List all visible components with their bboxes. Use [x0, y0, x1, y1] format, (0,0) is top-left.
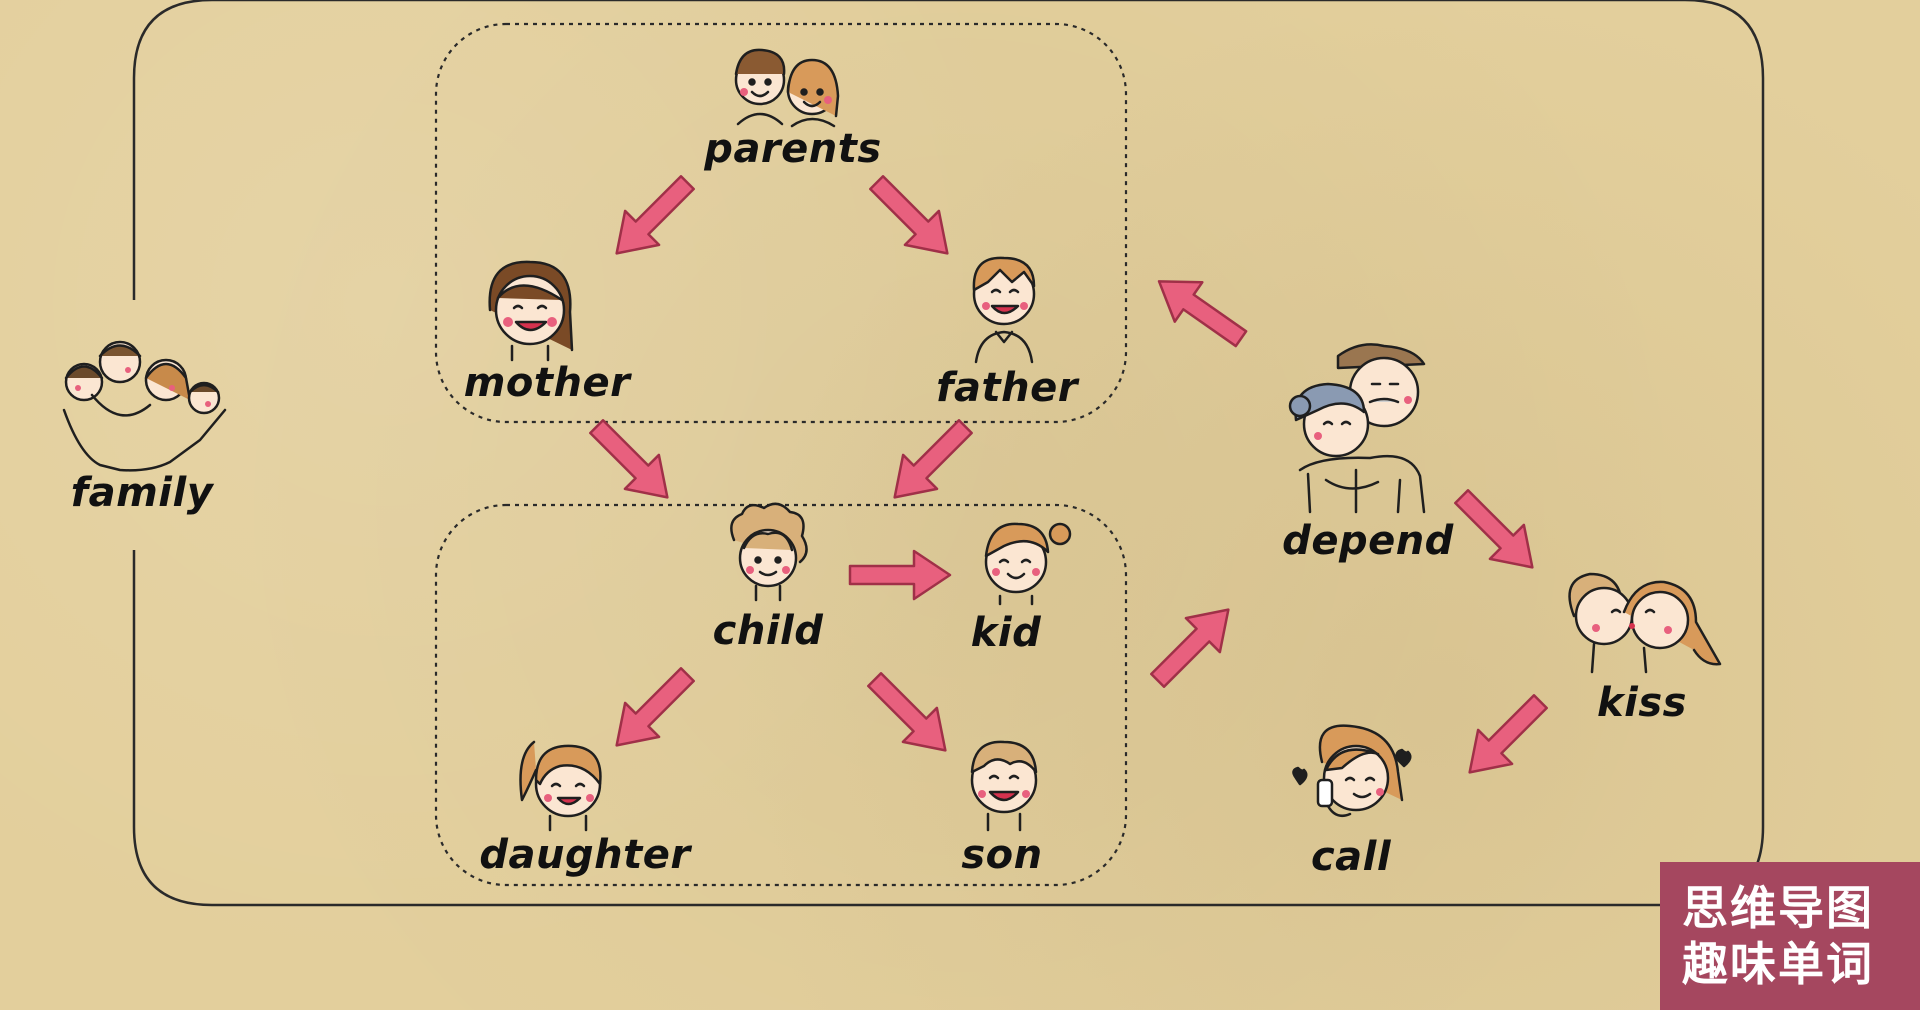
word-daughter: daughter — [479, 832, 691, 878]
mother-face-icon — [488, 260, 574, 362]
badge-line-1: 思维导图 — [1682, 881, 1874, 935]
daughter-face-icon — [519, 740, 602, 832]
parents-couple-icon — [734, 48, 840, 128]
arrow-depend-to-kiss — [1443, 478, 1551, 586]
girl-phone-call-icon — [1292, 724, 1412, 817]
arrow-child-to-daughter — [598, 656, 706, 764]
couple-kiss-icon — [1568, 572, 1722, 674]
word-kid: kid — [970, 610, 1042, 656]
kid-face-icon — [984, 522, 1072, 606]
word-son: son — [961, 832, 1043, 878]
father-face-icon — [972, 256, 1036, 364]
arrow-kiss-to-call — [1451, 683, 1559, 791]
arrow-father-to-child — [876, 408, 984, 516]
word-depend: depend — [1282, 518, 1454, 564]
word-kiss: kiss — [1597, 680, 1687, 726]
arrow-parents-to-mother — [598, 164, 706, 272]
arrow-child-to-son — [856, 661, 964, 769]
mind-map-vocabulary-badge: 思维导图 趣味单词 — [1660, 862, 1920, 1010]
badge-line-2: 趣味单词 — [1682, 937, 1874, 991]
outer-frame — [132, 0, 1765, 907]
word-father: father — [936, 365, 1078, 411]
word-call: call — [1310, 834, 1392, 880]
arrow-parents-to-father — [858, 164, 966, 272]
arrow-children-to-depend — [1139, 591, 1247, 699]
word-child: child — [712, 608, 824, 654]
word-mother: mother — [463, 360, 631, 406]
son-face-icon — [970, 740, 1038, 832]
word-family: family — [70, 470, 214, 516]
child-face-icon — [730, 502, 808, 602]
arrow-child-to-kid — [848, 549, 952, 601]
arrow-mother-to-child — [578, 408, 686, 516]
arrow-depend-to-parents — [1144, 260, 1256, 360]
family-group-icon — [62, 340, 227, 472]
elderly-couple-hug-icon — [1288, 343, 1426, 514]
word-parents: parents — [704, 126, 882, 172]
